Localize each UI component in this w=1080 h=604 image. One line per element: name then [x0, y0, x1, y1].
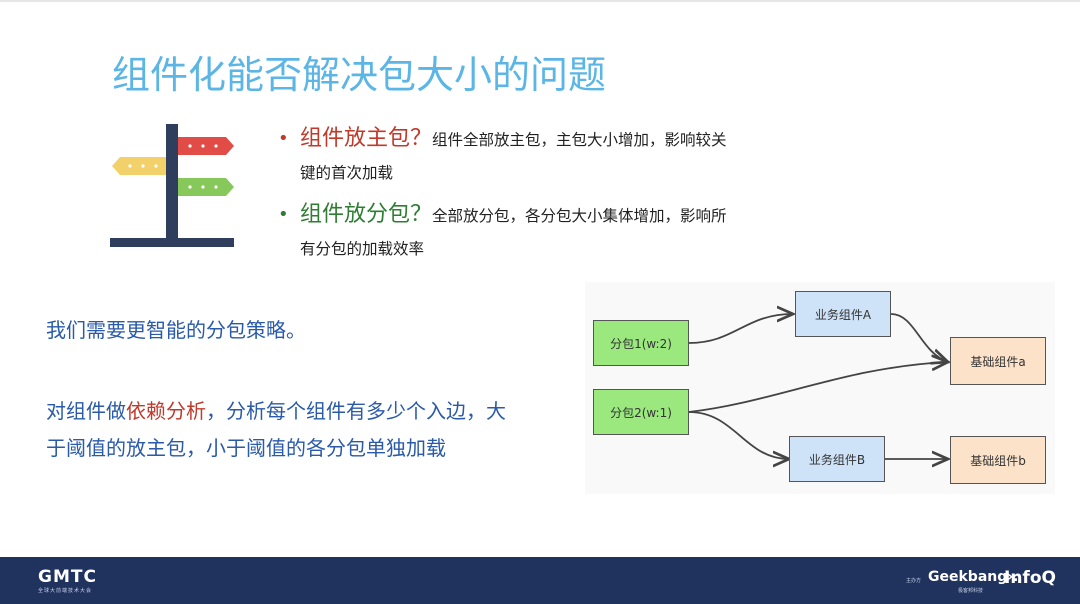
- infoq-logo: InfoQ: [1004, 568, 1056, 588]
- bullet-dot: •: [278, 204, 289, 225]
- node-bizA: 业务组件A: [795, 291, 891, 337]
- bullet-text-cont: 键的首次加载: [300, 164, 394, 182]
- node-pkg2: 分包2(w:1): [593, 389, 689, 435]
- bullet-main-package: • 组件放主包？组件全部放主包，主包大小增加，影响较关 键的首次加载: [278, 122, 798, 190]
- geekbang-subtitle: 极客邦科技: [958, 588, 984, 594]
- edge-bizA-baseA: [890, 313, 948, 362]
- bullet-highlight: 组件放主包？: [300, 126, 433, 151]
- bullet-highlight: 组件放分包？: [300, 202, 433, 227]
- gmtc-logo: GMTC: [38, 567, 97, 587]
- edge-pkg2-baseA: [688, 362, 948, 413]
- geekbang-logo: Geekbang›.: [928, 569, 1019, 585]
- bullet-text-cont: 有分包的加载效率: [300, 240, 425, 258]
- para-highlight: 依赖分析: [126, 399, 206, 423]
- bullet-sub-package: • 组件放分包？全部放分包，各分包大小集体增加，影响所 有分包的加载效率: [278, 198, 798, 266]
- slide-title: 组件化能否解决包大小的问题: [112, 53, 607, 97]
- dependency-diagram: 分包1(w:2) 分包2(w:1) 业务组件A 业务组件B 基础组件a 基础组件…: [585, 282, 1055, 494]
- bullet-text: 组件全部放主包，主包大小增加，影响较关: [432, 131, 727, 149]
- dependency-analysis-text: 对组件做依赖分析，分析每个组件有多少个入边，大 于阈值的放主包，小于阈值的各分包…: [46, 393, 576, 467]
- para-text: ，分析每个组件有多少个入边，大: [206, 399, 506, 423]
- node-bizB: 业务组件B: [789, 436, 885, 482]
- diagram-edges: [688, 282, 1055, 494]
- strategy-statement: 我们需要更智能的分包策略。: [46, 318, 306, 342]
- footer-bar: GMTC 全球大前端技术大会 主办方 Geekbang›. 极客邦科技 Info…: [0, 557, 1080, 604]
- bullet-list: • 组件放主包？组件全部放主包，主包大小增加，影响较关 键的首次加载 • 组件放…: [278, 122, 798, 274]
- para-text: 对组件做: [46, 399, 126, 423]
- organizer-label: 主办方: [906, 578, 922, 584]
- node-baseB: 基础组件b: [950, 436, 1046, 484]
- gmtc-subtitle: 全球大前端技术大会: [38, 588, 93, 594]
- node-pkg1: 分包1(w:2): [593, 320, 689, 366]
- para-text-cont: 于阈值的放主包，小于阈值的各分包单独加载: [46, 436, 446, 460]
- signpost-icon: [110, 124, 234, 247]
- edge-pkg2-bizB: [688, 411, 789, 459]
- top-divider: [0, 0, 1080, 2]
- bullet-dot: •: [278, 128, 289, 149]
- bullet-text: 全部放分包，各分包大小集体增加，影响所: [432, 207, 727, 225]
- node-baseA: 基础组件a: [950, 337, 1046, 385]
- edge-pkg1-bizA: [688, 314, 793, 344]
